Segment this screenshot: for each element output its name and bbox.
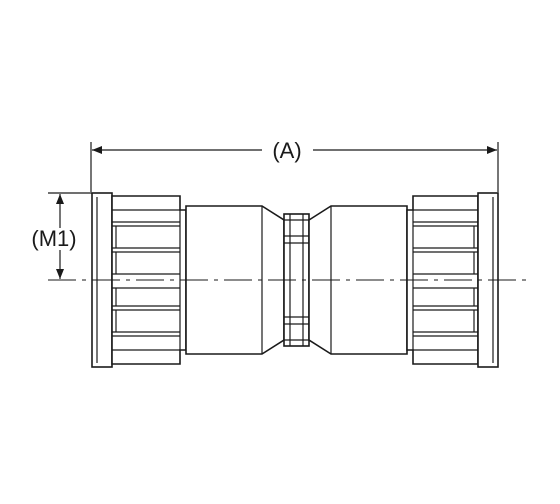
dimension-m1: [48, 192, 92, 279]
dimension-a: [90, 142, 499, 192]
right-nut: [406, 192, 499, 368]
dimension-m1-label: (M1): [31, 226, 76, 251]
dimension-a-label: (A): [272, 138, 301, 163]
